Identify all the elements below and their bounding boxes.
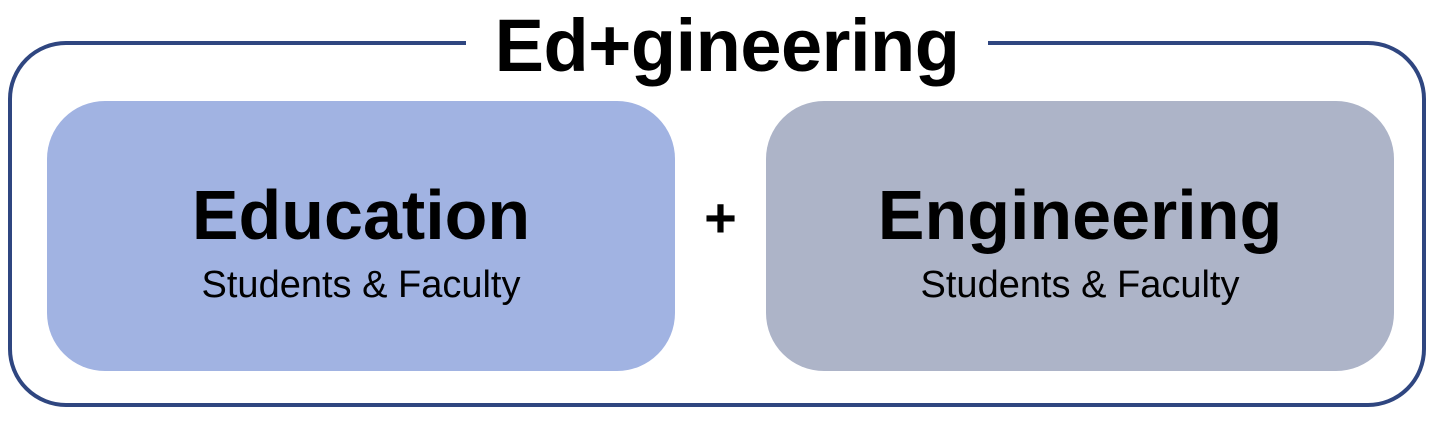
engineering-subtitle: Students & Faculty bbox=[920, 264, 1240, 306]
engineering-heading: Engineering bbox=[877, 176, 1283, 254]
diagram-title: Ed+gineering bbox=[494, 4, 960, 87]
engineering-box: Engineering Students & Faculty bbox=[766, 101, 1394, 371]
title-container: Ed+gineering bbox=[466, 0, 988, 92]
education-subtitle: Students & Faculty bbox=[201, 264, 521, 306]
plus-operator: + bbox=[704, 186, 737, 249]
education-heading: Education bbox=[191, 176, 531, 254]
education-box: Education Students & Faculty bbox=[47, 101, 675, 371]
